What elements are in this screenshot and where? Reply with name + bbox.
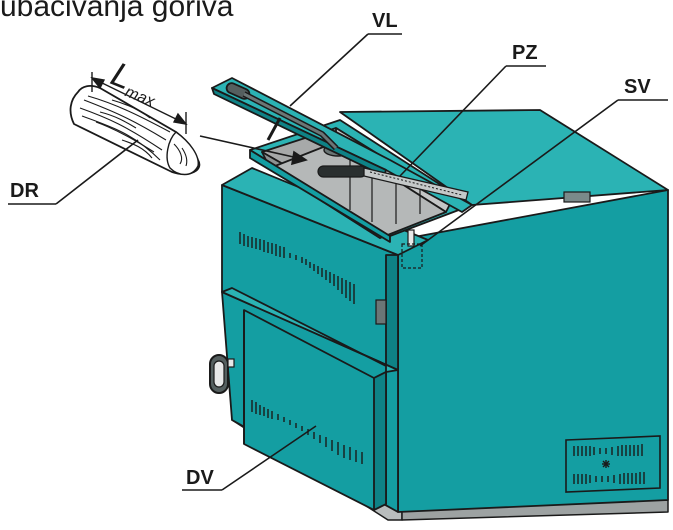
sensor-icon [401, 229, 423, 269]
lid-support [266, 117, 282, 141]
upper-indicator [375, 299, 387, 325]
label-vl: VL [372, 10, 398, 32]
label-pz: PZ [512, 42, 538, 64]
dimension-line [90, 72, 188, 134]
label-dr: DR [10, 180, 39, 202]
leader-lines [8, 33, 668, 491]
header-title: ubacivanja goriva [0, 0, 234, 23]
roof-slot [563, 191, 591, 203]
insert-arrow [199, 135, 308, 166]
poker-pz [317, 165, 469, 201]
control-star-icon [602, 460, 610, 468]
boiler-right-side [339, 109, 669, 513]
label-sv: SV [624, 76, 651, 98]
label-dv: DV [186, 467, 214, 489]
wood-log-dr [69, 85, 201, 176]
door-handle-icon[interactable] [209, 354, 235, 394]
upper-vent [239, 232, 355, 304]
control-panel [565, 435, 661, 493]
